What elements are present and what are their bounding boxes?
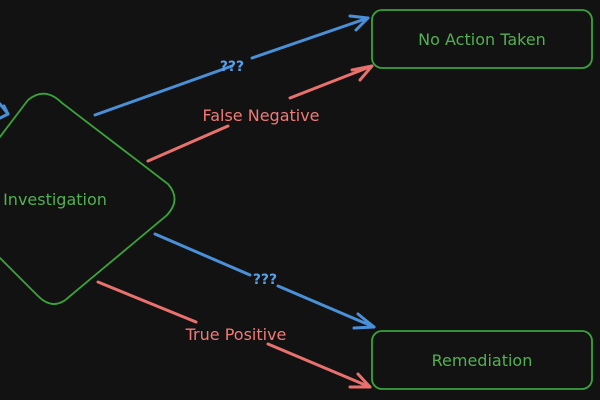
edge-unknown-bottom-label: ??? (253, 272, 277, 288)
edge-false-negative[interactable]: False Negative (146, 64, 374, 163)
incoming-edge (0, 102, 10, 120)
edge-unknown-bottom[interactable]: ??? (153, 232, 376, 330)
no-action-node[interactable]: No Action Taken (371, 9, 593, 69)
remediation-label: Remediation (432, 351, 533, 370)
edge-false-negative-label: False Negative (202, 106, 319, 125)
edge-unknown-top[interactable]: ??? (93, 14, 370, 117)
edge-true-positive-label: True Positive (185, 325, 287, 344)
remediation-node[interactable]: Remediation (371, 330, 593, 390)
investigation-label: Investigation (3, 190, 107, 209)
edge-true-positive[interactable]: True Positive (96, 280, 372, 389)
edge-unknown-top-label: ??? (220, 59, 244, 75)
investigation-node[interactable]: Investigation (0, 92, 176, 305)
no-action-label: No Action Taken (418, 30, 546, 49)
